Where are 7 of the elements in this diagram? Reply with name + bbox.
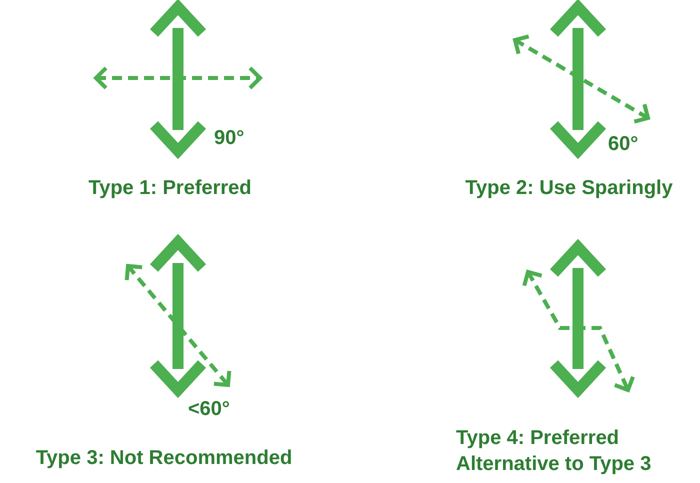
type-caption: Type 1: Preferred [87,176,253,201]
angle-label: 60° [608,132,640,157]
type-caption: Type 4: Preferred Alternative to Type 3 [456,426,652,477]
type-caption: Type 2: Use Sparingly [464,176,674,201]
angle-label: 90° [214,126,246,151]
angle-label: <60° [188,397,231,422]
type-caption: Type 3: Not Recommended [34,446,294,471]
